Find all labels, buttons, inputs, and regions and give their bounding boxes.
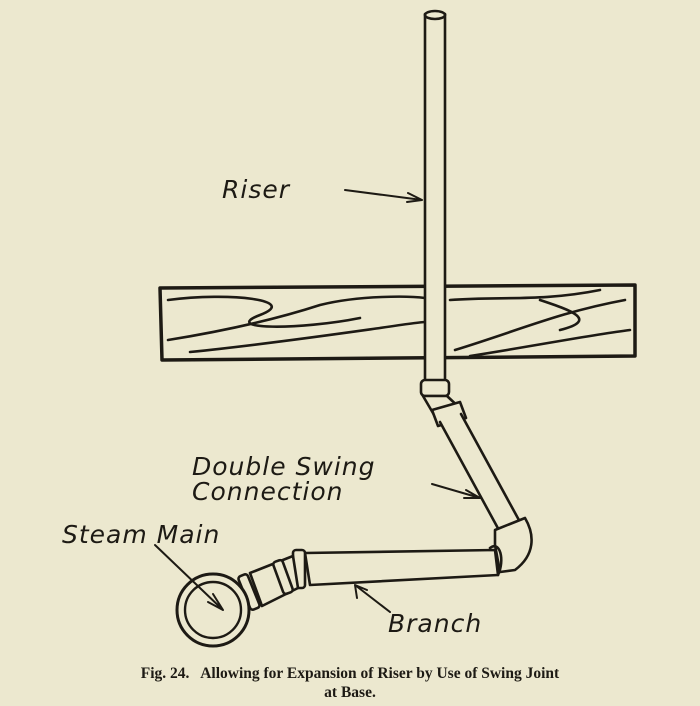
caption-line2: at Base. (324, 684, 376, 701)
caption-line1: Fig. 24. Allowing for Expansion of Riser… (140, 665, 560, 682)
riser-label: Riser (222, 175, 291, 204)
double-swing-label-line1: Double Swing (192, 452, 376, 481)
elbow-fitting (488, 516, 533, 577)
steam-main-label: Steam Main (62, 520, 220, 549)
leader-arrows (154, 189, 481, 613)
double-swing-label-line2: Connection (192, 477, 343, 506)
branch-pipe (237, 548, 500, 611)
riser-pipe (423, 9, 447, 384)
branch-label: Branch (388, 609, 482, 638)
steam-main (175, 572, 251, 648)
floor-beam (158, 283, 637, 362)
diagonal-swing-pipe (438, 412, 522, 534)
